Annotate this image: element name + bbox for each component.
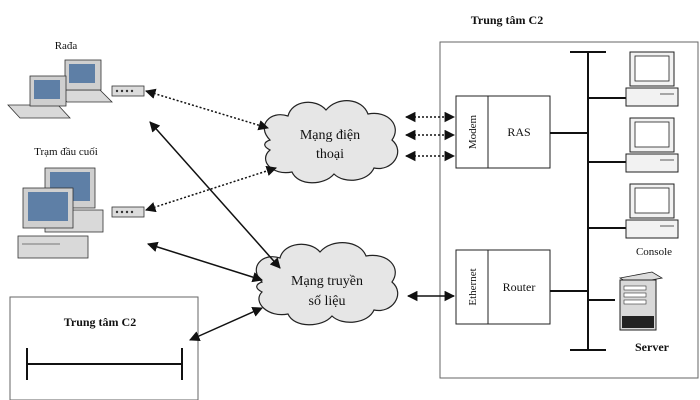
data-network-cloud <box>255 242 399 326</box>
server-label: Server <box>635 340 670 354</box>
radar-computer-back <box>54 59 113 103</box>
ethernet-label: Ethernet <box>467 268 479 305</box>
c2-center-right-label: Trung tâm C2 <box>471 13 543 27</box>
ras-block <box>487 95 551 169</box>
modem-label: Modem <box>467 114 479 149</box>
terminal-modem-icon <box>111 206 145 218</box>
radar-label: Rađa <box>55 40 78 52</box>
modem-block <box>455 95 489 169</box>
phone-network-label-line2: thoại <box>316 147 344 162</box>
server-icon <box>618 271 664 331</box>
c2-bus <box>550 51 628 351</box>
terminal-label: Trạm đầu cuối <box>34 146 98 158</box>
radar-computer-front <box>7 75 71 119</box>
data-links <box>146 121 456 341</box>
c2-center-left-frame <box>9 296 199 400</box>
data-network-label-line1: Mạng truyền <box>291 274 363 289</box>
console-label: Console <box>636 246 672 258</box>
radar-modem-icon <box>111 85 145 97</box>
ras-label: RAS <box>507 125 530 139</box>
router-label: Router <box>503 280 536 294</box>
c2-center-left-label: Trung tâm C2 <box>64 315 136 329</box>
workstation-3-console <box>625 183 679 239</box>
phone-network-label-line1: Mạng điện <box>300 128 360 143</box>
router-block <box>487 249 551 325</box>
c2-left-bus <box>26 348 183 380</box>
c2-center-right-frame <box>439 41 699 379</box>
data-network-label-line2: số liệu <box>309 294 346 309</box>
ethernet-block <box>455 249 489 325</box>
terminal-computer-front <box>17 187 89 259</box>
workstation-2 <box>625 117 679 173</box>
workstation-1 <box>625 51 679 107</box>
